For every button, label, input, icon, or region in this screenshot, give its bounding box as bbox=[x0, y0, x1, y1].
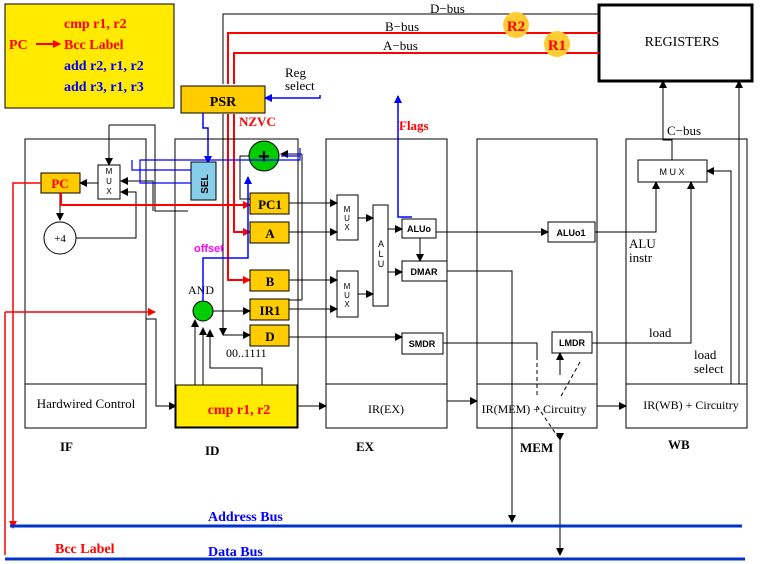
bcc-label: Bcc Label bbox=[55, 542, 115, 557]
sel-box bbox=[190, 161, 217, 201]
and-gate bbox=[192, 300, 214, 322]
reg-label: Reg bbox=[285, 65, 306, 80]
svg-text:A: A bbox=[265, 226, 275, 241]
stage-label-if: IF bbox=[60, 439, 73, 454]
flags-label: Flags bbox=[399, 118, 429, 133]
ex-ir-label: IR(EX) bbox=[368, 402, 404, 416]
adder-label: + bbox=[258, 146, 270, 168]
c-bus-label: C−bus bbox=[667, 123, 701, 138]
nzvc-label: NZVC bbox=[239, 114, 276, 129]
id-ir-box bbox=[175, 384, 298, 428]
a-bus-label: A−bus bbox=[383, 38, 418, 53]
ex-stage-frame bbox=[325, 138, 448, 429]
wb-stage-frame bbox=[625, 138, 748, 429]
svg-text:DMAR: DMAR bbox=[411, 267, 438, 277]
data-bus-label: Data Bus bbox=[208, 545, 263, 560]
svg-text:SMDR: SMDR bbox=[409, 339, 436, 349]
svg-text:IR1: IR1 bbox=[260, 303, 281, 318]
badge-r1: R1 bbox=[544, 31, 570, 57]
if-pc-label: PC bbox=[51, 176, 68, 191]
if-stage-frame bbox=[24, 138, 147, 429]
hardwired-control-label: Hardwired Control bbox=[37, 396, 136, 411]
d-register bbox=[249, 324, 290, 347]
wb-mux-label: M U X bbox=[659, 167, 684, 177]
svg-text:ALUo: ALUo bbox=[407, 224, 431, 234]
psr-label: PSR bbox=[210, 95, 237, 110]
stage-label-id: ID bbox=[205, 443, 219, 458]
psr-to-sel-arrow bbox=[202, 113, 212, 164]
registers-box: REGISTERS bbox=[597, 3, 754, 83]
id-ir-label: cmp r1, r2 bbox=[208, 403, 271, 418]
reg-select-arrow bbox=[264, 94, 321, 102]
code-pc-label: PC bbox=[9, 38, 28, 53]
d-bus: D−bus bbox=[219, 1, 599, 339]
svg-text:PC1: PC1 bbox=[258, 197, 282, 212]
load-label: load bbox=[649, 325, 672, 340]
d-bus-label: D−bus bbox=[430, 1, 465, 16]
alu-instr-label-1: ALU bbox=[629, 236, 656, 251]
registers-label: REGISTERS bbox=[645, 35, 720, 50]
stage-label-mem: MEM bbox=[520, 440, 553, 455]
load-select-label-1: load bbox=[694, 347, 717, 362]
svg-text:LMDR: LMDR bbox=[559, 338, 585, 348]
mask-label: 00..1111 bbox=[226, 346, 267, 360]
stage-label-wb: WB bbox=[668, 437, 690, 452]
code-line-2: Bcc Label bbox=[64, 38, 124, 53]
mem-ir-label: IR(MEM) + Circuitry bbox=[482, 402, 587, 416]
plus4-label: +4 bbox=[54, 233, 66, 245]
alu-box bbox=[372, 204, 389, 307]
code-line-4: add r3, r1, r3 bbox=[64, 80, 144, 95]
svg-text:MUX: MUX bbox=[344, 205, 351, 232]
svg-text:R2: R2 bbox=[507, 19, 525, 35]
b-bus-label: B−bus bbox=[385, 19, 419, 34]
psr-box: PSR bbox=[180, 85, 266, 114]
bcc-branch-path bbox=[9, 182, 41, 529]
b-bus: B−bus bbox=[227, 19, 599, 284]
svg-text:B: B bbox=[266, 274, 275, 289]
badge-r2: R2 bbox=[503, 12, 529, 38]
and-label: AND bbox=[188, 283, 214, 297]
svg-text:D: D bbox=[265, 329, 274, 344]
offset-label: offset bbox=[194, 243, 224, 255]
id-stage-frame bbox=[174, 138, 299, 429]
select-label: select bbox=[285, 78, 315, 93]
address-bus-label: Address Bus bbox=[208, 510, 283, 525]
svg-text:R1: R1 bbox=[548, 38, 566, 54]
alu-instr-label-2: instr bbox=[629, 250, 653, 265]
code-line-1: cmp r1, r2 bbox=[64, 17, 127, 32]
flags-arrow bbox=[394, 95, 412, 218]
svg-text:MUX: MUX bbox=[344, 282, 351, 309]
code-line-3: add r2, r1, r2 bbox=[64, 59, 144, 74]
load-select-label-2: select bbox=[694, 361, 724, 376]
svg-text:ALUo1: ALUo1 bbox=[557, 228, 586, 238]
sel-label: SEL bbox=[200, 174, 211, 193]
mem-stage-frame bbox=[476, 138, 598, 429]
code-box: PC cmp r1, r2 Bcc Label add r2, r1, r2 a… bbox=[4, 3, 175, 109]
stage-label-ex: EX bbox=[356, 439, 375, 454]
a-bus: A−bus bbox=[233, 38, 599, 236]
wb-ir-label: IR(WB) + Circuitry bbox=[643, 398, 738, 412]
